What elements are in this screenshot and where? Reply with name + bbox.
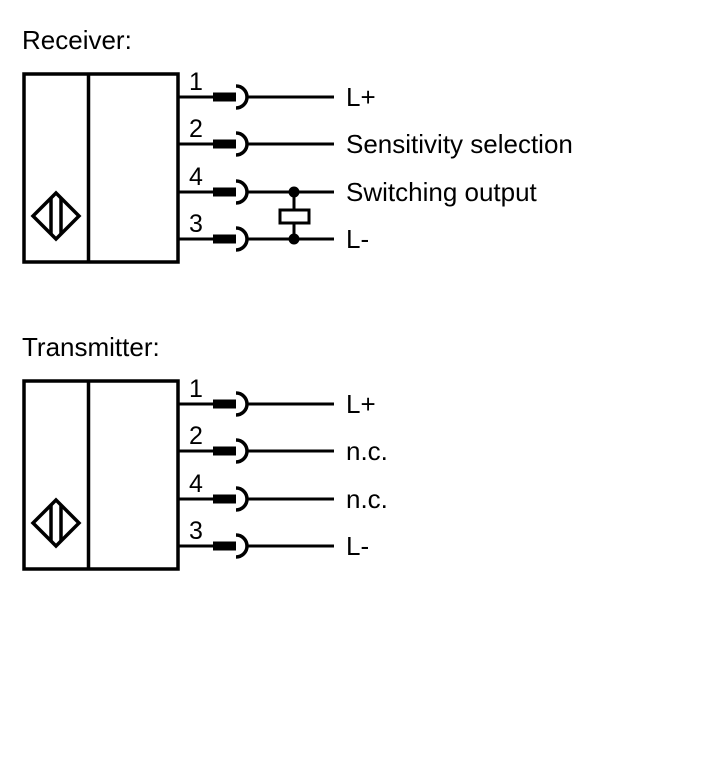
- junction-dot-icon: [288, 186, 300, 198]
- pin-number: 4: [189, 470, 203, 498]
- connector-plug-icon: [213, 139, 236, 149]
- pin-label: Switching output: [346, 177, 538, 207]
- pin-label: L+: [346, 82, 376, 112]
- connector-plug-icon: [213, 187, 236, 197]
- pin-label: Sensitivity selection: [346, 129, 573, 159]
- connector-socket-icon: [235, 84, 249, 110]
- pin-number: 2: [189, 115, 203, 143]
- receiver-title: Receiver:: [22, 25, 132, 55]
- pin-row: 4 n.c.: [178, 470, 388, 514]
- receiver-sensor-body: [22, 72, 180, 264]
- pin-number: 2: [189, 422, 203, 450]
- connector-plug-icon: [213, 399, 236, 409]
- connector-plug-icon: [213, 541, 236, 551]
- connector-socket-icon: [235, 179, 249, 205]
- transmitter-sensor-body: [22, 379, 180, 571]
- connector-socket-icon: [235, 438, 249, 464]
- pin-label: n.c.: [346, 436, 388, 466]
- connector-plug-icon: [213, 234, 236, 244]
- pin-number: 3: [189, 210, 203, 238]
- pin-number: 3: [189, 517, 203, 545]
- pin-label: L+: [346, 389, 376, 419]
- load-resistor-icon: [278, 208, 311, 225]
- connector-socket-icon: [235, 131, 249, 157]
- connector-socket-icon: [235, 391, 249, 417]
- pin-row: 2 n.c.: [178, 422, 388, 466]
- load-resistor-symbol: [278, 186, 311, 245]
- pin-label: L-: [346, 531, 369, 561]
- pin-label: L-: [346, 224, 369, 254]
- connector-plug-icon: [213, 494, 236, 504]
- pin-number: 1: [189, 68, 203, 96]
- photoelectric-receiver-icon: [30, 190, 82, 242]
- sensor-housing: [22, 72, 180, 264]
- sensor-housing: [22, 379, 180, 571]
- pin-number: 4: [189, 163, 203, 191]
- connector-plug-icon: [213, 92, 236, 102]
- pin-label: n.c.: [346, 484, 388, 514]
- connector-socket-icon: [235, 226, 249, 252]
- photoelectric-transmitter-icon: [30, 497, 82, 549]
- connector-socket-icon: [235, 486, 249, 512]
- transmitter-title: Transmitter:: [22, 332, 160, 362]
- pin-number: 1: [189, 375, 203, 403]
- connector-plug-icon: [213, 446, 236, 456]
- connector-socket-icon: [235, 533, 249, 559]
- junction-dot-icon: [288, 233, 300, 245]
